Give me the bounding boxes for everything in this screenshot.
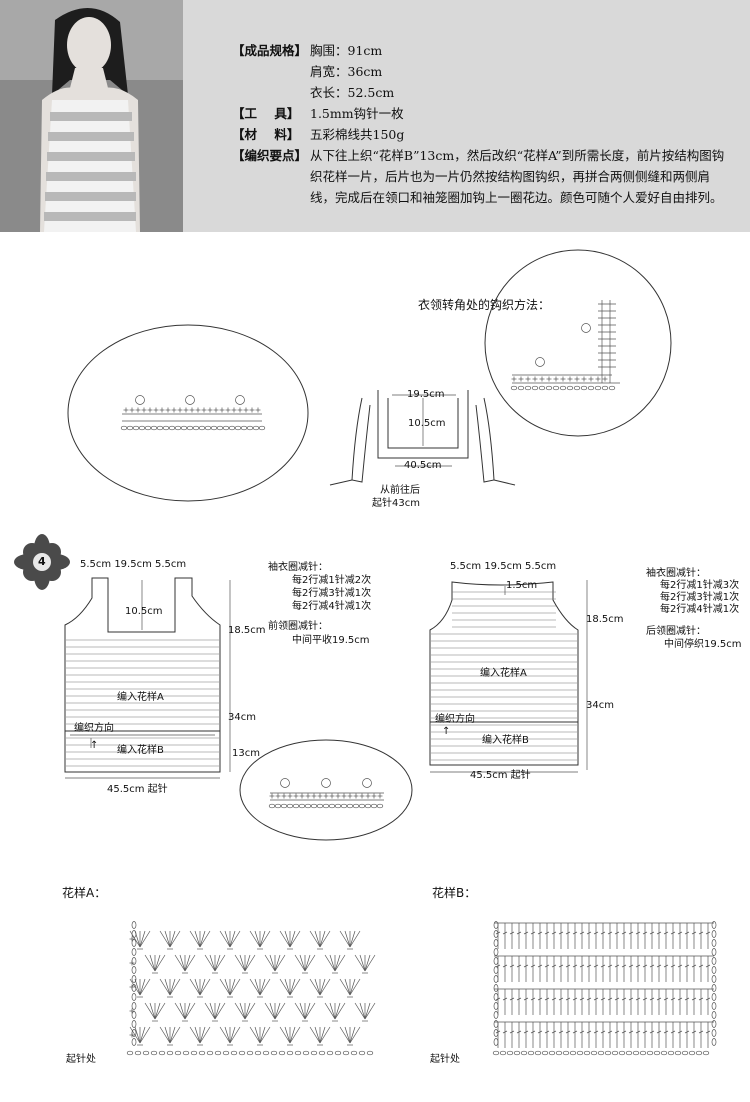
- collar-dim-mid: 10.5cm: [408, 418, 446, 429]
- front-panel-outline: [64, 577, 221, 773]
- back-dim-lines: [430, 580, 588, 773]
- front-armhole-title: 袖衣圈减针：: [268, 562, 328, 573]
- front-top-dims: 5.5cm 19.5cm 5.5cm: [80, 559, 187, 570]
- material-label: 【材 料】: [232, 127, 300, 142]
- collar-from-front: 从前往后: [380, 485, 420, 496]
- collar-outline: [329, 390, 516, 486]
- front-panel-stripes: [66, 639, 219, 767]
- back-neck-line: 中间停织19.5cm: [664, 639, 742, 650]
- back-pattern-a: 编入花样A: [480, 668, 527, 679]
- back-armhole-line-2: 每2行减3针减1次: [660, 592, 740, 603]
- header-band: 【成品规格】 胸围：91cm 肩宽：36cm 衣长：52.5cm 【工 具】 1…: [0, 0, 750, 232]
- back-direction: 编织方向: [435, 714, 475, 725]
- edging-detail-circle-bottom: [239, 739, 413, 841]
- method-label: 【编织要点】: [232, 148, 308, 163]
- collar-start: 起针43cm: [372, 498, 420, 509]
- back-right-top-dim: 18.5cm: [586, 614, 624, 625]
- chart-a-start: 起针处: [66, 1054, 96, 1065]
- back-neck-dim: 1.5cm: [506, 580, 538, 591]
- corner-stitches: [510, 300, 620, 391]
- method-value: 从下往上织“花样B”13cm，然后改织“花样A”到所需长度，前片按结构图钩织花样…: [310, 148, 725, 205]
- length-size: 衣长：52.5cm: [310, 85, 395, 100]
- front-neck-title: 前领圈减针：: [268, 621, 328, 632]
- chart-a-stitches: [126, 921, 376, 1056]
- chart-a-title: 花样A：: [62, 886, 107, 900]
- collar-dim-top: 19.5cm: [407, 389, 445, 400]
- edging-chains-left: [120, 425, 266, 431]
- method-row: 【编织要点】 从下往上织“花样B”13cm，然后改织“花样A”到所需长度，前片按…: [232, 145, 732, 208]
- shoulder-size: 肩宽：36cm: [310, 64, 383, 79]
- corner-detail-circle: [484, 249, 672, 437]
- back-top-dims: 5.5cm 19.5cm 5.5cm: [450, 561, 557, 572]
- size-label: 【成品规格】: [232, 43, 308, 58]
- back-pattern-b: 编入花样B: [482, 735, 529, 746]
- edging-crosses-left: [123, 407, 261, 413]
- shell-motif-left: [135, 395, 245, 405]
- back-neck-title: 后领圈减针：: [646, 626, 706, 637]
- model-photo: [0, 0, 183, 232]
- size-row: 【成品规格】 胸围：91cm 肩宽：36cm 衣长：52.5cm: [232, 40, 732, 103]
- tool-row: 【工 具】 1.5mm钩针一枚: [232, 103, 732, 124]
- back-panel-outline: [429, 581, 579, 766]
- edging-chains-bottom: [268, 793, 384, 809]
- front-armhole-line-2: 每2行减3针减1次: [292, 588, 372, 599]
- material-value: 五彩棉线共150g: [310, 127, 405, 142]
- tool-label: 【工 具】: [232, 106, 300, 121]
- chart-b-start: 起针处: [430, 1054, 460, 1065]
- edging-stitch-row-bottom: [270, 778, 384, 801]
- front-pattern-b: 编入花样B: [117, 745, 164, 756]
- chart-b-stitches: [492, 921, 717, 1056]
- front-arrow-icon: ↑: [90, 740, 99, 751]
- back-bottom-dim: 45.5cm 起针: [470, 770, 531, 781]
- flower-badge-icon: [14, 534, 70, 590]
- collar-corner-title: 衣领转角处的钩织方法：: [418, 298, 551, 312]
- front-direction: 编织方向: [74, 723, 114, 734]
- front-armhole-line-1: 每2行减1针减2次: [292, 575, 372, 586]
- edging-stitch-row-left: [122, 413, 262, 422]
- tool-value: 1.5mm钩针一枚: [310, 106, 404, 121]
- edging-detail-circle-left: [67, 324, 309, 502]
- back-panel-stripes: [431, 591, 577, 761]
- front-armhole-line-3: 每2行减4针减1次: [292, 601, 372, 612]
- front-dim-lines: [65, 580, 231, 779]
- back-armhole-line-1: 每2行减1针减3次: [660, 580, 740, 591]
- chart-b-title: 花样B：: [432, 886, 477, 900]
- front-pattern-a: 编入花样A: [117, 692, 164, 703]
- spec-block: 【成品规格】 胸围：91cm 肩宽：36cm 衣长：52.5cm 【工 具】 1…: [232, 40, 732, 208]
- front-bottom-dim: 45.5cm 起针: [107, 784, 168, 795]
- collar-dim-bottom: 40.5cm: [404, 460, 442, 471]
- front-neck-dim: 10.5cm: [125, 606, 163, 617]
- back-armhole-line-3: 每2行减4针减1次: [660, 604, 740, 615]
- front-right-top-dim: 18.5cm: [228, 625, 266, 636]
- chest-size: 胸围：91cm: [310, 43, 383, 58]
- material-row: 【材 料】 五彩棉线共150g: [232, 124, 732, 145]
- front-neck-line: 中间平收19.5cm: [292, 635, 370, 646]
- front-right-mid-dim: 34cm: [228, 712, 256, 723]
- front-right-low-dim: 13cm: [232, 748, 260, 759]
- back-right-mid-dim: 34cm: [586, 700, 614, 711]
- back-armhole-title: 袖衣圈减针：: [646, 568, 706, 579]
- collar-dim-lines: [392, 394, 456, 467]
- back-arrow-icon: ↑: [442, 726, 451, 737]
- pattern-number: 4: [38, 555, 46, 568]
